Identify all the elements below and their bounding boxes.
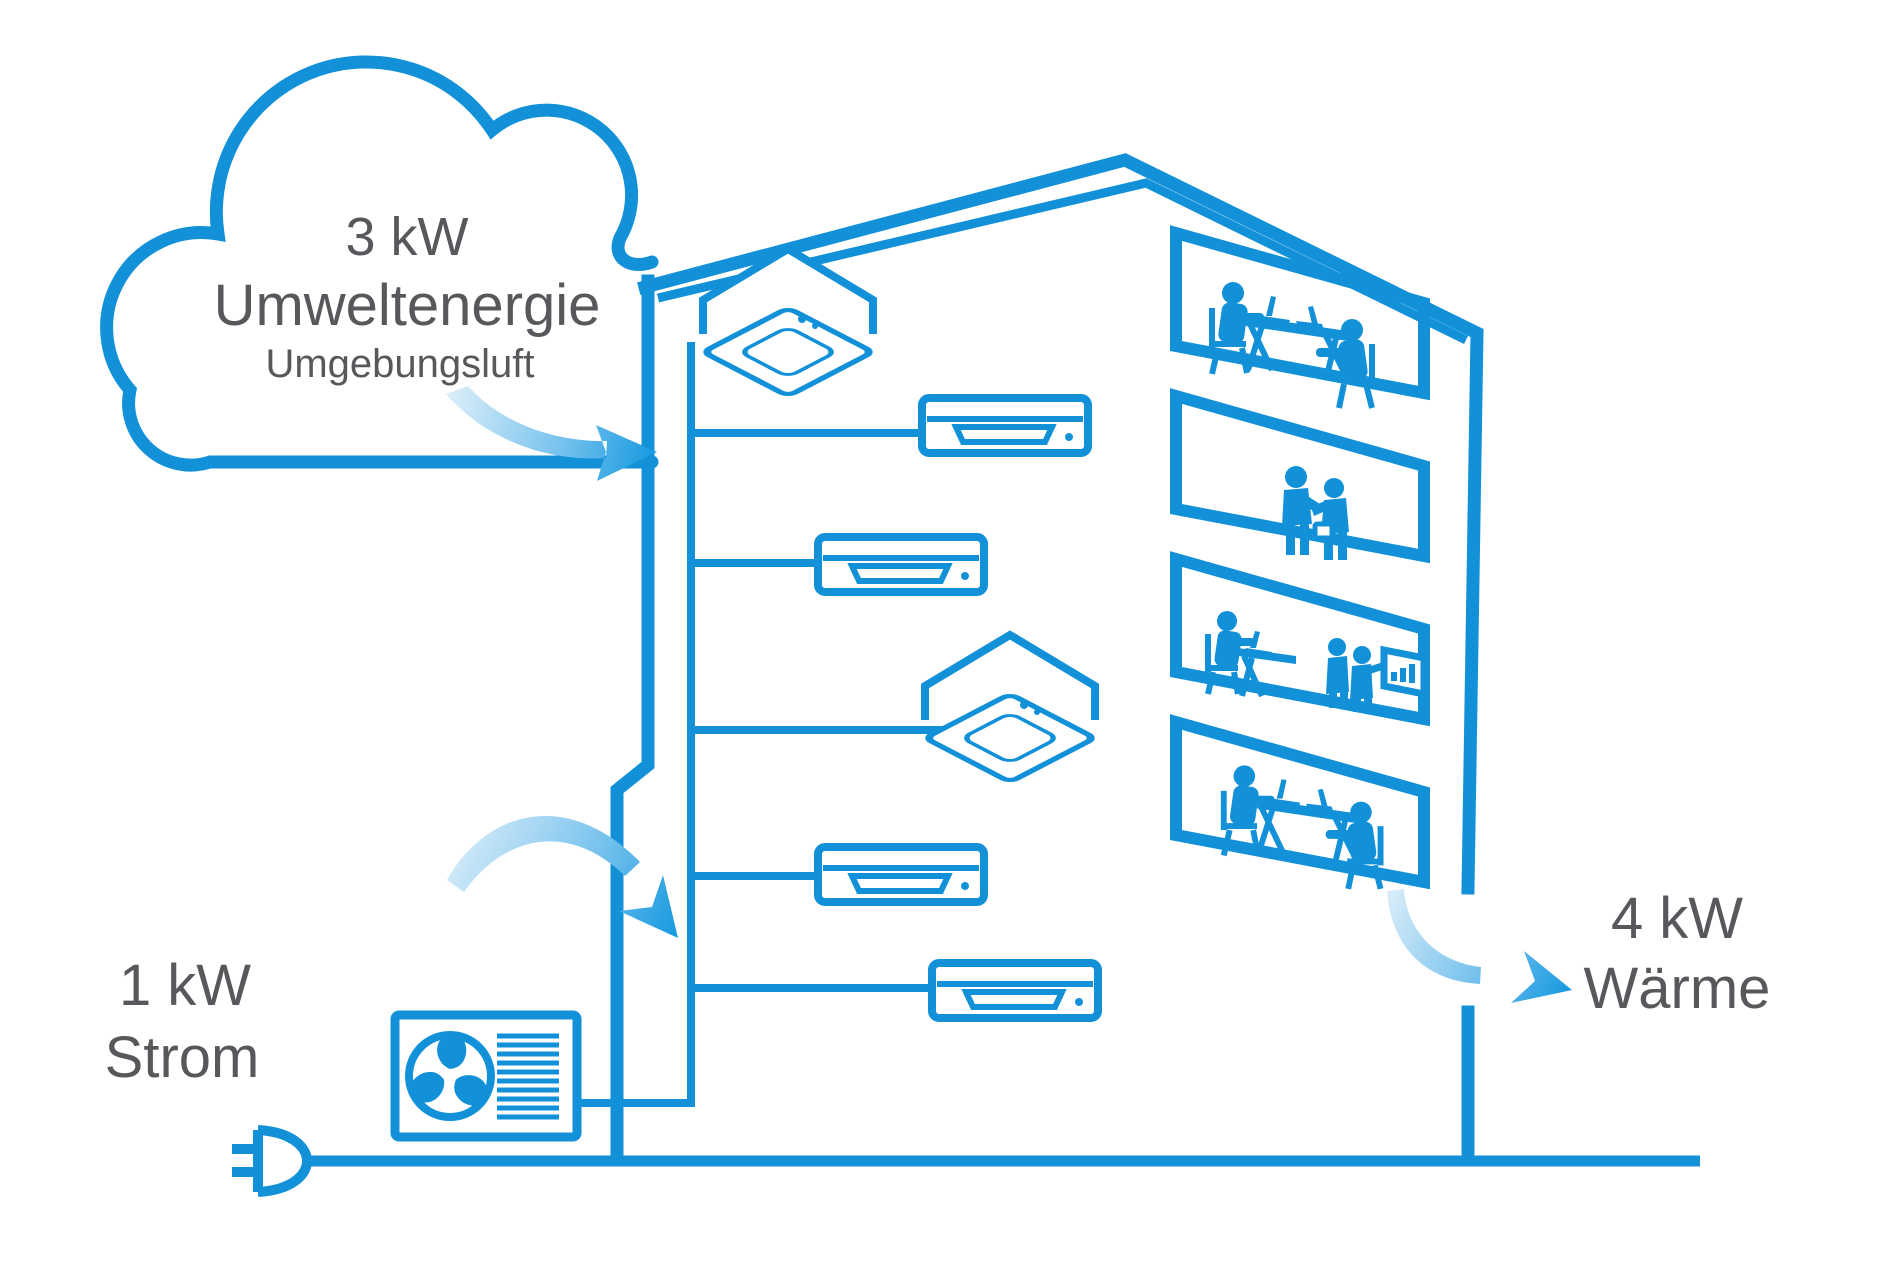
chart-bar [1400, 668, 1406, 682]
chart-bar [1391, 672, 1397, 681]
laptop-icon [1244, 631, 1272, 658]
window-4 [1170, 714, 1430, 890]
power-plug-icon [232, 1125, 313, 1197]
building-left-wall [610, 274, 655, 1164]
ambient-inflow-arrow [446, 386, 657, 481]
ceiling-cassette-unit-2 [925, 635, 1095, 782]
ambient-inflow-arrow-2 [447, 815, 678, 938]
person-icon [1324, 532, 1333, 560]
grille-lines [497, 1033, 559, 1120]
wall-mounted-unit-3 [818, 847, 984, 902]
person-icon [1233, 638, 1255, 646]
office-scene-handshake [1282, 466, 1349, 560]
ambient-energy-source-label: Umgebungsluft [265, 342, 534, 386]
refrigerant-piping [577, 342, 950, 1107]
person-icon [1329, 692, 1337, 708]
ambient-energy-name-label: Umweltenergie [214, 273, 601, 338]
person-icon [1338, 531, 1347, 560]
person-icon [1328, 638, 1346, 656]
heat-name-label: Wärme [1584, 956, 1771, 1021]
handshake-arm [1311, 500, 1330, 516]
outdoor-unit [390, 1010, 582, 1142]
person-icon [1340, 691, 1348, 708]
briefcase-icon [1312, 521, 1335, 541]
facade-windows [1170, 225, 1430, 890]
person-icon [1300, 523, 1309, 555]
cloud-icon [100, 55, 659, 472]
person-icon [1286, 524, 1295, 555]
person-icon [1324, 478, 1344, 498]
riser-pipe [577, 342, 695, 1107]
person-icon [1364, 697, 1372, 712]
wall-mounted-unit-4 [932, 963, 1098, 1018]
person-icon [1353, 698, 1361, 712]
heat-value-label: 4 kW [1611, 886, 1743, 951]
person-icon [1217, 611, 1237, 631]
building-outline [610, 153, 1484, 1164]
fan-blades-icon [405, 1034, 493, 1111]
heat-output-arrow [1387, 889, 1572, 1003]
window-3 [1170, 551, 1430, 727]
electricity-value-label: 1 kW [119, 953, 251, 1018]
person-icon [1285, 466, 1307, 488]
chair [1205, 634, 1241, 695]
electricity-name-label: Strom [105, 1025, 260, 1090]
person-icon [1326, 656, 1349, 694]
window-2 [1170, 388, 1430, 564]
ambient-energy-value-label: 3 kW [345, 207, 468, 267]
person-icon [1353, 646, 1371, 664]
office-scene-meeting-1 [1212, 282, 1372, 408]
desk [1239, 654, 1265, 698]
building-roof-and-right-wall [637, 153, 1484, 1164]
chart-bar [1409, 664, 1415, 683]
wall-mounted-unit-2 [818, 537, 984, 592]
window-1 [1170, 225, 1430, 401]
person-icon [1350, 664, 1373, 700]
office-scene-presentation [1205, 611, 1428, 712]
wall-mounted-unit-1 [922, 398, 1088, 453]
